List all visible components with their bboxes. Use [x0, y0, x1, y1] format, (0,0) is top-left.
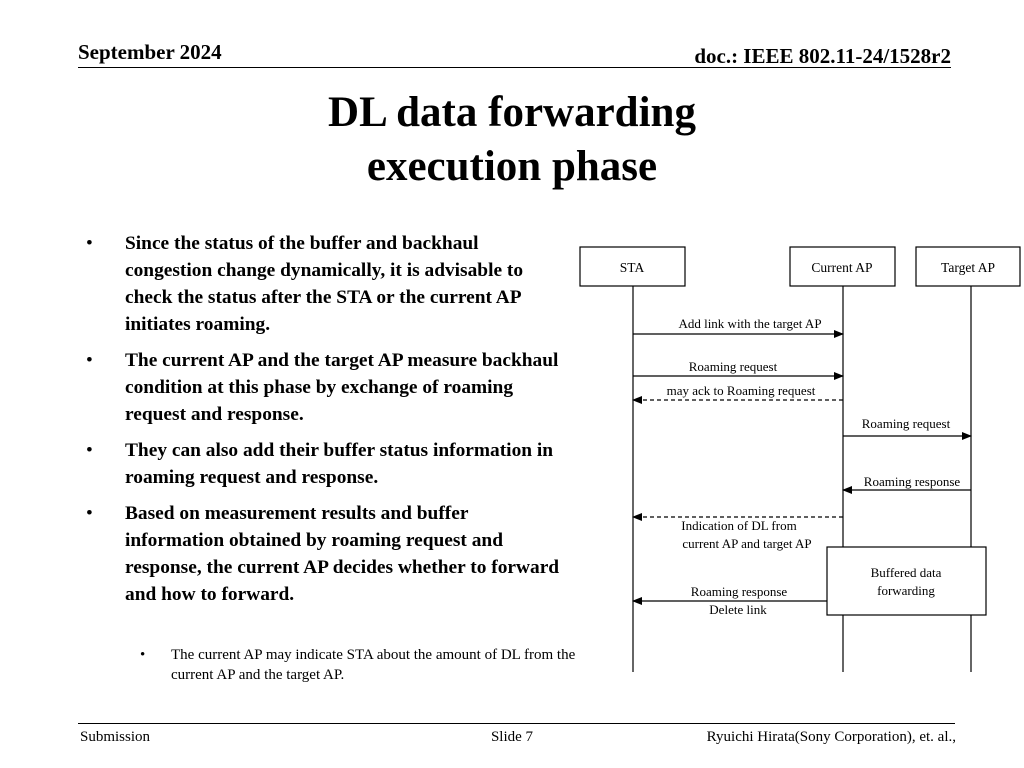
- buffered-forwarding-label-2: forwarding: [877, 583, 935, 598]
- buffered-forwarding-box: [826, 546, 987, 616]
- bullet-item: • Based on measurement results and buffer…: [80, 500, 560, 608]
- msg-indication-label-1: Indication of DL from: [681, 518, 796, 533]
- bullet-marker: •: [86, 233, 93, 254]
- bullet-list: • Since the status of the buffer and back…: [80, 230, 560, 617]
- bullet-item: • They can also add their buffer status i…: [80, 437, 560, 491]
- footer-slide-number: Slide 7: [490, 729, 534, 745]
- header-rule: [78, 67, 951, 68]
- msg-indication-label-2: current AP and target AP: [682, 536, 811, 551]
- bullet-text: Based on measurement results and buffer …: [125, 503, 560, 605]
- slide-title: DL data forwarding execution phase: [0, 86, 1024, 194]
- msg-add-link-label: Add link with the target AP: [678, 316, 821, 331]
- bullet-text: The current AP and the target AP measure…: [125, 350, 559, 425]
- current-ap-label: Current AP: [811, 260, 872, 275]
- title-line-2: execution phase: [366, 143, 658, 190]
- footer-submission: Submission: [80, 729, 151, 745]
- msg-roaming-response-2-label: Roaming response: [691, 584, 788, 599]
- buffered-forwarding-label-1: Buffered data: [871, 565, 942, 580]
- current-ap-box: [789, 246, 896, 287]
- msg-may-ack-label: may ack to Roaming request: [667, 383, 816, 398]
- header-date: September 2024: [78, 40, 222, 64]
- header-doc-id: doc.: IEEE 802.11-24/1528r2: [694, 44, 951, 68]
- target-ap-box: [915, 246, 1021, 287]
- footer-rule: [78, 723, 955, 724]
- msg-roaming-response-1-label: Roaming response: [864, 474, 961, 489]
- bullet-marker: •: [86, 440, 93, 461]
- msg-delete-link-label: Delete link: [709, 602, 767, 617]
- bullet-text: Since the status of the buffer and backh…: [125, 233, 524, 335]
- footer-author: Ryuichi Hirata(Sony Corporation), et. al…: [706, 729, 956, 745]
- bullet-item: • The current AP and the target AP measur…: [80, 347, 560, 428]
- sub-bullet-item: • The current AP may indicate STA about t…: [140, 645, 591, 685]
- sta-box: [579, 246, 686, 287]
- target-ap-label: Target AP: [941, 260, 995, 275]
- bullet-marker: •: [86, 503, 93, 524]
- sub-bullet-text: The current AP may indicate STA about th…: [171, 647, 576, 683]
- msg-roaming-request-2-label: Roaming request: [862, 416, 951, 431]
- sub-bullet-marker: •: [140, 647, 146, 663]
- sta-label: STA: [620, 260, 645, 275]
- bullet-marker: •: [86, 350, 93, 371]
- msg-roaming-request-1-label: Roaming request: [689, 359, 778, 374]
- title-line-1: DL data forwarding: [328, 89, 696, 136]
- bullet-text: They can also add their buffer status in…: [125, 440, 554, 488]
- bullet-item: • Since the status of the buffer and back…: [80, 230, 560, 338]
